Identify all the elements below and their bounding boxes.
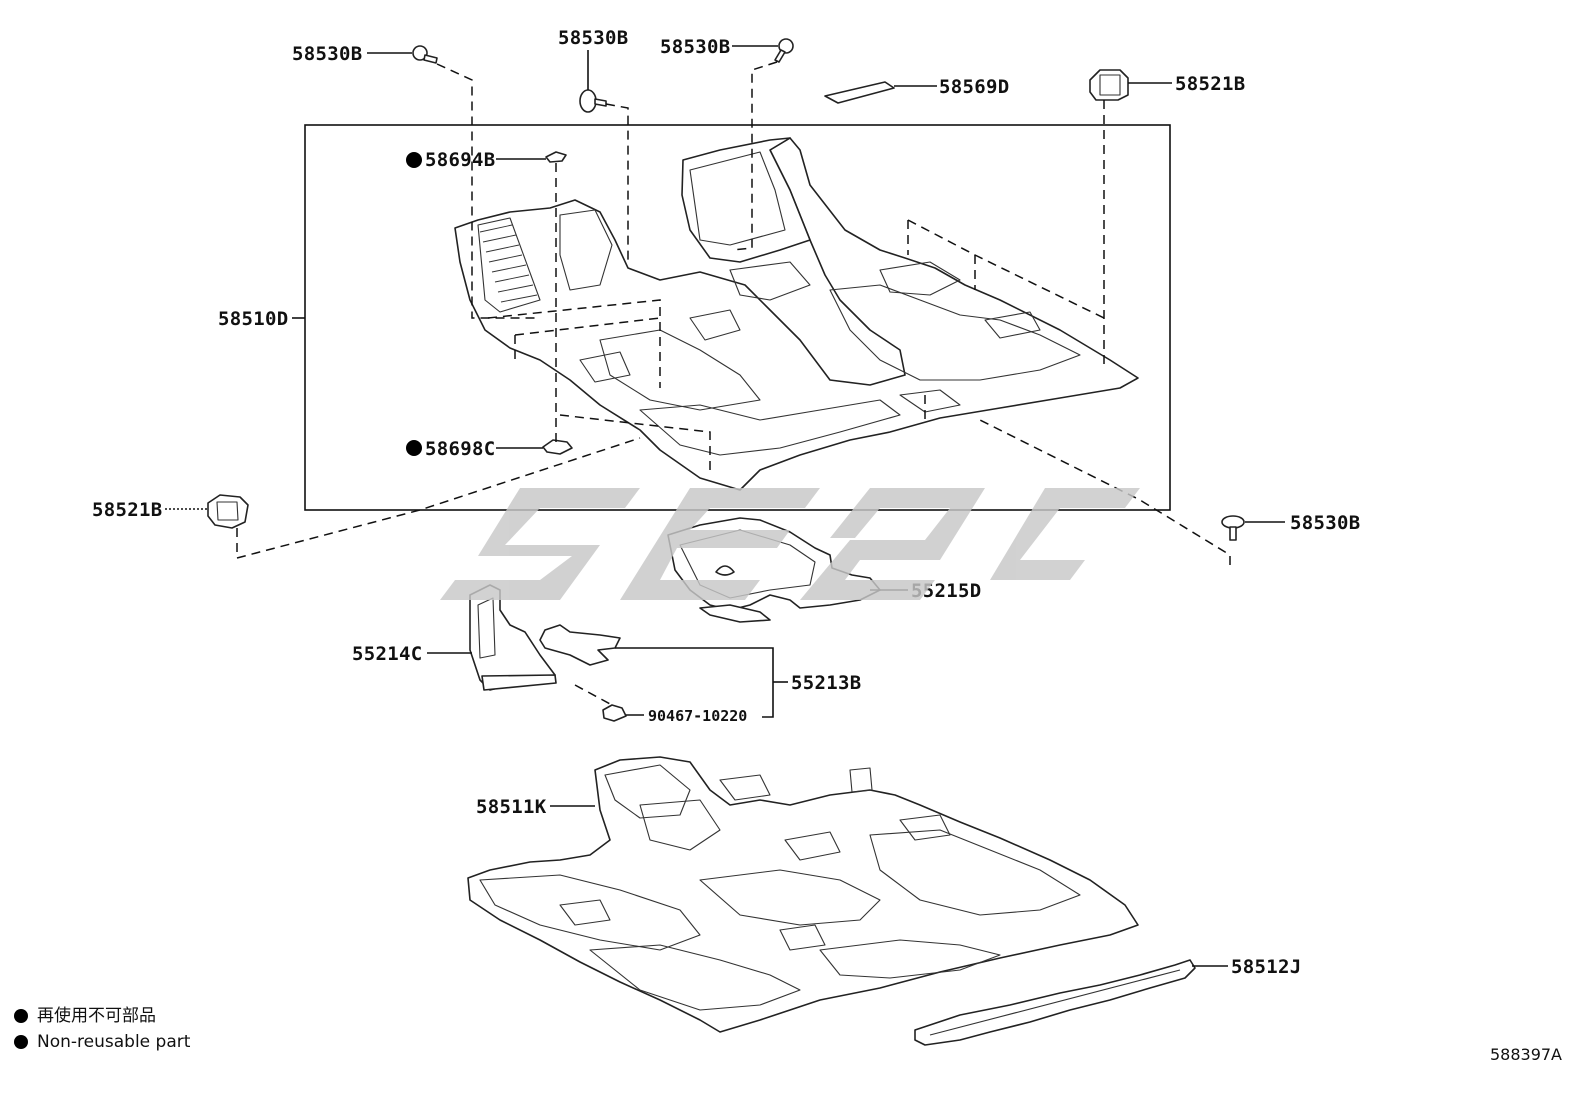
- bracket-58521B-1-drawing: [1089, 69, 1129, 101]
- bracket-58521B-2-drawing: [207, 494, 249, 529]
- clip-58530B-2-drawing: [579, 89, 607, 113]
- label-55213B: 55213B: [791, 672, 861, 694]
- legend-text-cn: 再使用不可部品: [37, 1006, 156, 1026]
- label-55214C: 55214C: [352, 643, 422, 665]
- legend-dot-icon: [14, 1009, 28, 1023]
- watermark-stroke-3: [800, 488, 985, 600]
- silencer-58512J-drawing: [914, 959, 1196, 1046]
- floor-carpet-58510D-drawing: [454, 137, 1139, 491]
- label-90467-10220: 90467-10220: [648, 707, 747, 725]
- carpet-piece-55213B-drawing: [539, 624, 621, 666]
- label-58511K: 58511K: [476, 796, 547, 818]
- label-58521B-2: 58521B: [92, 499, 162, 521]
- clip-90467-10220-drawing: [602, 704, 627, 722]
- label-58569D: 58569D: [939, 76, 1009, 98]
- non-reusable-dot-58698C: [406, 440, 422, 456]
- strip-58569D-drawing: [824, 81, 895, 104]
- label-58512J: 58512J: [1231, 956, 1301, 978]
- legend-text-en: Non-reusable part: [37, 1032, 191, 1052]
- floor-silencer-58511K-drawing: [467, 756, 1139, 1033]
- legend-row-cn: 再使用不可部品: [14, 1003, 190, 1029]
- label-58530B-3: 58530B: [660, 36, 730, 58]
- label-58530B-4: 58530B: [1290, 512, 1360, 534]
- clip-58530B-3-drawing: [774, 38, 794, 63]
- label-58694B: 58694B: [425, 149, 495, 171]
- label-58521B-1: 58521B: [1175, 73, 1245, 95]
- non-reusable-dot-58694B: [406, 152, 422, 168]
- legend-dot-icon: [14, 1035, 28, 1049]
- watermark-stroke-1: [440, 488, 640, 600]
- legend-row-en: Non-reusable part: [14, 1029, 190, 1055]
- label-58530B-1: 58530B: [292, 43, 362, 65]
- carpet-piece-55214C-drawing: [469, 584, 557, 691]
- clip-58530B-4-drawing: [1221, 515, 1245, 541]
- watermark-logo: [440, 488, 1140, 600]
- legend: 再使用不可部品 Non-reusable part: [14, 1003, 190, 1055]
- clip-58530B-1-drawing: [412, 45, 438, 64]
- label-58698C: 58698C: [425, 438, 495, 460]
- diagram-code: 588397A: [1489, 1045, 1562, 1064]
- watermark-stroke-2: [620, 488, 820, 600]
- watermark-stroke-4: [990, 488, 1140, 580]
- label-58530B-2: 58530B: [558, 27, 628, 49]
- label-58510D: 58510D: [218, 308, 288, 330]
- clip-58694B-drawing: [545, 151, 567, 163]
- clip-58698C-drawing: [542, 439, 573, 455]
